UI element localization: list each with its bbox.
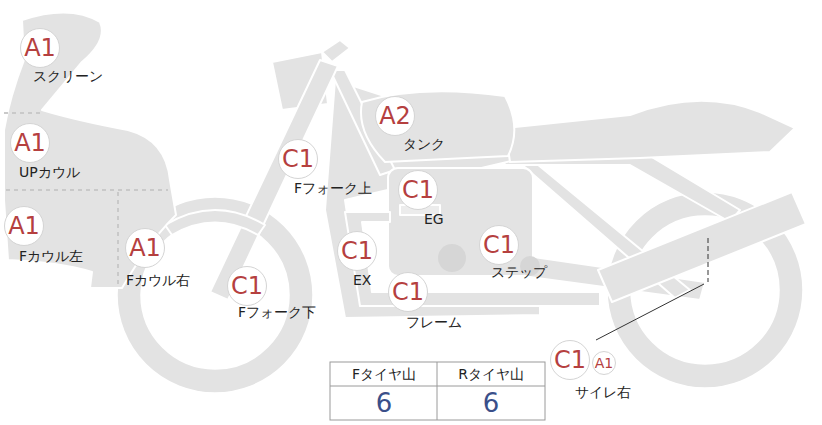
- part-name: Fカウル左: [19, 249, 83, 264]
- grade-badge: C1Fフォーク上: [278, 139, 318, 179]
- grade-code: A1: [11, 124, 49, 162]
- grade-badge: C1フレーム: [388, 272, 428, 312]
- tire-table: [330, 362, 545, 420]
- part-name: EG: [424, 212, 444, 227]
- grade-code: C1: [480, 226, 518, 264]
- leader-line: [596, 238, 708, 340]
- part-name: Fフォーク下: [238, 305, 316, 320]
- grade-code: A1: [593, 352, 615, 374]
- grade-badge: A2タンク: [375, 96, 415, 136]
- grade-badge: A1UPカウル: [10, 123, 50, 163]
- grade-badge: C1Fフォーク下: [227, 266, 267, 306]
- part-name: タンク: [403, 137, 445, 152]
- table-value: 6: [438, 387, 544, 419]
- part-name: EX: [353, 273, 371, 288]
- table-header: Rタイヤ山: [438, 363, 544, 386]
- engine: [388, 168, 533, 276]
- grade-code: C1: [389, 273, 427, 311]
- grade-badge: C1ステップ: [479, 225, 519, 265]
- front-fork: [210, 60, 338, 300]
- part-name: Fフォーク上: [294, 181, 372, 196]
- table-header: Fタイヤ山: [331, 363, 437, 386]
- grade-badge: C1EX: [337, 231, 377, 271]
- part-name: Fカウル右: [126, 273, 190, 288]
- fairing: [4, 12, 176, 288]
- table-value: 6: [331, 387, 437, 419]
- grade-code: A1: [21, 29, 59, 67]
- grade-code: C1: [338, 232, 376, 270]
- part-name: ステップ: [491, 265, 547, 280]
- exhaust-pipe: [345, 212, 600, 306]
- seat: [505, 101, 795, 162]
- part-name: フレーム: [406, 315, 462, 330]
- grade-code: C1: [279, 140, 317, 178]
- grade-badge: A1スクリーン: [20, 28, 60, 68]
- handlebar: [322, 40, 350, 62]
- grade-code: A1: [5, 207, 43, 245]
- grade-badge: A1Fカウル右: [125, 228, 165, 268]
- grade-code: A1: [126, 229, 164, 267]
- grade-badge: C1サイレ右: [550, 340, 590, 380]
- part-name: サイレ右: [575, 385, 631, 400]
- part-name: UPカウル: [19, 165, 80, 180]
- grade-code: A2: [376, 97, 414, 135]
- grade-code: C1: [228, 267, 266, 305]
- fuel-tank: [361, 91, 514, 162]
- front-fender: [165, 210, 265, 235]
- grade-badge: C1EG: [398, 170, 438, 210]
- grade-badge: A1: [592, 351, 616, 375]
- grade-code: C1: [551, 341, 589, 379]
- part-name: スクリーン: [33, 69, 103, 84]
- grade-code: C1: [399, 171, 437, 209]
- grade-badge: A1Fカウル左: [4, 206, 44, 246]
